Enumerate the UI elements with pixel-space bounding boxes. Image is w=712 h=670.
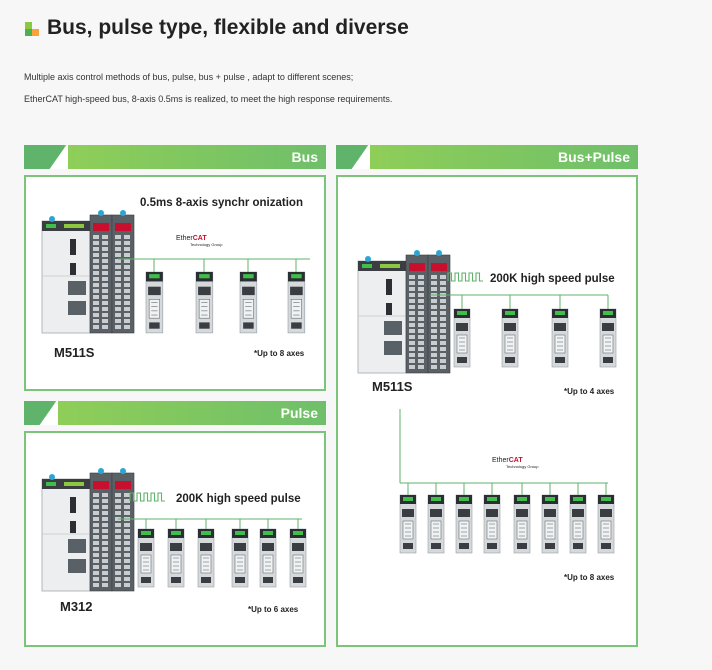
bus-panel-body: 0.5ms 8-axis synchr onization M511S *Up … (24, 175, 326, 391)
servo-driver (453, 308, 471, 368)
bus-feature-text: 0.5ms 8-axis synchr onization (140, 197, 303, 209)
pulse-panel-header: Pulse (24, 401, 326, 425)
pulse-feature-text: 200K high speed pulse (176, 493, 301, 505)
bus-pulse-axes-note-bottom: *Up to 8 axes (564, 573, 615, 582)
servo-driver (597, 494, 615, 554)
ethercat-sub: Technology Group (190, 242, 223, 247)
bus-panel-label: Bus (291, 149, 318, 165)
servo-driver (259, 528, 277, 588)
servo-driver (513, 494, 531, 554)
pulse-model-label: M312 (60, 599, 93, 614)
pulse-wave-icon (447, 272, 483, 282)
servo-driver (501, 308, 519, 368)
page-title: Bus, pulse type, flexible and diverse (47, 16, 409, 39)
servo-driver (455, 494, 473, 554)
servo-driver (569, 494, 587, 554)
pulse-panel-body: 200K high speed pulse M312 *Up to 6 axes (24, 431, 326, 647)
brand-logo-icon (25, 22, 39, 36)
servo-driver (599, 308, 617, 368)
servo-driver (427, 494, 445, 554)
bus-pulse-feature-text: 200K high speed pulse (490, 273, 615, 285)
bus-panel-header: Bus (24, 145, 326, 169)
bus-pulse-topology-diagram (357, 250, 617, 554)
ethercat-sub: Technology Group (506, 464, 539, 469)
bus-pulse-panel-header: Bus+Pulse (336, 145, 638, 169)
intro-line-1: Multiple axis control methods of bus, pu… (24, 72, 354, 82)
servo-driver (289, 528, 307, 588)
bus-pulse-model-label: M511S (372, 379, 413, 394)
bus-axes-note: *Up to 8 axes (254, 349, 305, 358)
servo-driver (551, 308, 569, 368)
plc-controller (357, 250, 451, 374)
servo-driver (137, 528, 155, 588)
servo-driver (197, 528, 215, 588)
servo-driver (541, 494, 559, 554)
servo-driver (167, 528, 185, 588)
ethercat-brand-b: CAT (192, 235, 207, 242)
bus-topology-diagram (41, 210, 310, 334)
bus-pulse-panel: Bus+Pulse 200K high speed pulse M511S *U… (336, 145, 638, 647)
pulse-topology-diagram (41, 468, 307, 592)
servo-driver (483, 494, 501, 554)
pulse-axes-note: *Up to 6 axes (248, 605, 299, 614)
ethercat-logo: EtherCAT Technology Group (176, 235, 222, 247)
pulse-panel-label: Pulse (280, 405, 318, 421)
servo-driver (239, 271, 258, 334)
servo-driver (231, 528, 249, 588)
bus-pulse-panel-body: 200K high speed pulse M511S *Up to 4 axe… (336, 175, 638, 647)
bus-pulse-panel-label: Bus+Pulse (558, 149, 630, 165)
servo-driver (145, 271, 164, 334)
servo-driver (287, 271, 306, 334)
intro-line-2: EtherCAT high-speed bus, 8-axis 0.5ms is… (24, 94, 393, 104)
bus-pulse-axes-note-top: *Up to 4 axes (564, 387, 615, 396)
ethercat-brand-b: CAT (508, 457, 523, 464)
ethercat-brand-a: Ether (176, 235, 193, 242)
plc-controller (41, 210, 135, 334)
pulse-wave-icon (129, 492, 165, 502)
ethercat-brand-a: Ether (492, 457, 509, 464)
bus-model-label: M511S (54, 345, 95, 360)
servo-driver (399, 494, 417, 554)
ethercat-logo-2: EtherCAT Technology Group (492, 457, 538, 469)
pulse-panel: Pulse 200K high speed pulse M312 *Up to … (24, 401, 326, 647)
bus-panel: Bus 0.5ms 8-axis synchr onization M511S … (24, 145, 326, 391)
servo-driver (195, 271, 214, 334)
plc-controller (41, 468, 135, 592)
